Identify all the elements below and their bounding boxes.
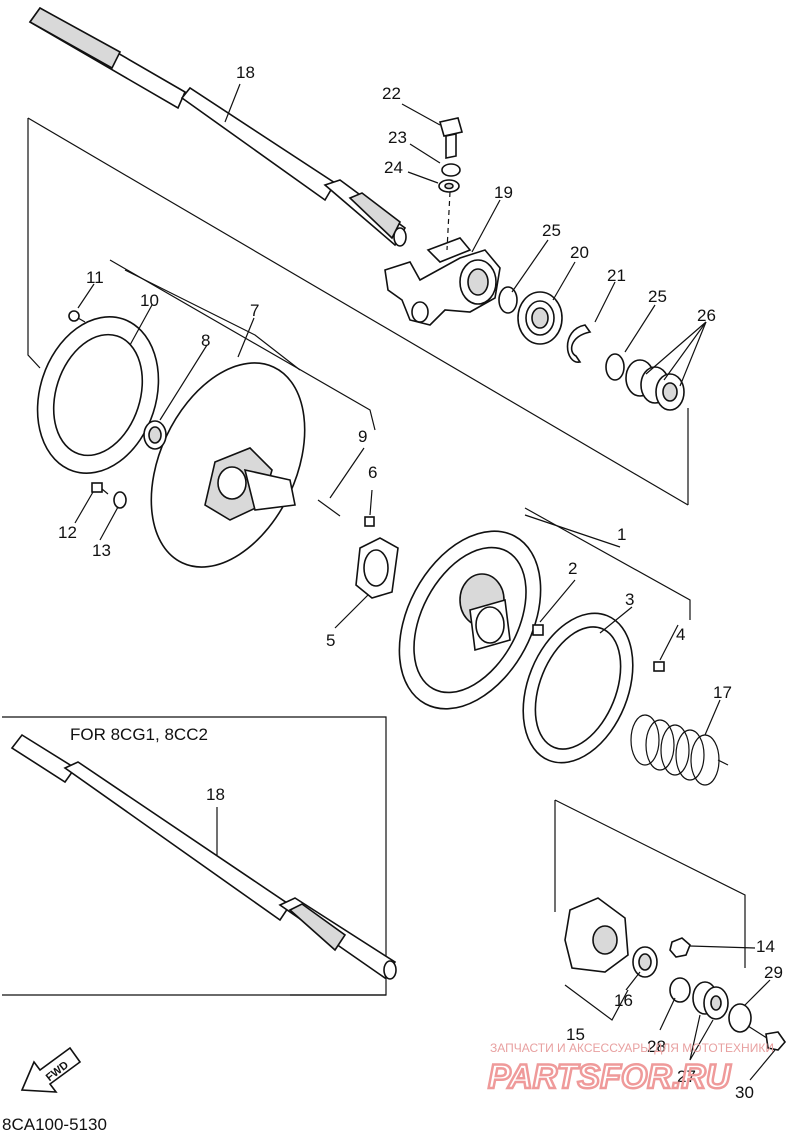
callout-1: 1 xyxy=(617,525,626,544)
fwd-arrow-icon: FWD xyxy=(20,1046,82,1093)
callout-18-inset: 18 xyxy=(206,785,225,804)
washer-24-hole xyxy=(444,182,454,190)
callout-2: 2 xyxy=(568,559,577,578)
washer-29 xyxy=(728,1003,752,1033)
plate-5 xyxy=(355,537,399,599)
plate-10 xyxy=(36,316,160,474)
bolt-22 xyxy=(438,117,464,159)
callout-9: 9 xyxy=(358,427,367,446)
bushing-8 xyxy=(143,420,167,450)
bolt-axis xyxy=(446,191,451,251)
inset-outline xyxy=(2,716,387,996)
snap-ring-21 xyxy=(566,324,592,363)
leader-lines xyxy=(74,83,776,1081)
washer-13 xyxy=(113,491,127,509)
callout-8: 8 xyxy=(201,331,210,350)
washer-23 xyxy=(441,163,461,177)
bracket-15 xyxy=(564,897,629,973)
circlip-25-right xyxy=(605,353,625,381)
callout-18-top: 18 xyxy=(236,63,255,82)
shaft-top xyxy=(28,6,407,247)
callout-22: 22 xyxy=(382,84,401,103)
callout-23: 23 xyxy=(388,128,407,147)
spacer-28 xyxy=(669,977,691,1003)
movable-sheave-1 xyxy=(398,530,542,710)
main-assembly-outline-top xyxy=(27,117,689,506)
callout-7: 7 xyxy=(250,301,259,320)
watermark-logo: PARTSFOR.RU xyxy=(488,1058,732,1096)
bolt-12 xyxy=(91,482,109,495)
callout-28: 28 xyxy=(647,1037,666,1056)
callout-16: 16 xyxy=(614,991,633,1010)
callout-14: 14 xyxy=(756,937,775,956)
callout-29: 29 xyxy=(764,963,783,982)
bearing-housing xyxy=(384,237,501,326)
diagram-code: 8CA100-5130 xyxy=(2,1115,107,1134)
bolt-2 xyxy=(532,624,544,636)
callout-4: 4 xyxy=(676,625,685,644)
callout-3: 3 xyxy=(625,590,634,609)
callout-24: 24 xyxy=(384,158,403,177)
callout-15: 15 xyxy=(566,1025,585,1044)
bushing-16 xyxy=(632,946,658,978)
callout-10: 10 xyxy=(140,291,159,310)
bolt-11 xyxy=(68,310,86,323)
bearing-20 xyxy=(517,291,563,345)
bolt-6 xyxy=(364,516,375,527)
inset-note: FOR 8CG1, 8CC2 xyxy=(70,725,208,744)
fixed-sheave-7 xyxy=(150,362,306,568)
washers-27 xyxy=(692,981,729,1020)
callout-6: 6 xyxy=(368,463,377,482)
callout-26: 26 xyxy=(697,306,716,325)
plate-3 xyxy=(522,612,634,764)
callout-12: 12 xyxy=(58,523,77,542)
shaft-inset xyxy=(10,733,397,980)
nut-14 xyxy=(669,937,691,958)
main-assembly-outline xyxy=(27,118,41,369)
circlip-25-left xyxy=(498,286,518,314)
bolt-30 xyxy=(747,1025,787,1051)
callout-25-left: 25 xyxy=(542,221,561,240)
callout-25-right: 25 xyxy=(648,287,667,306)
callout-30: 30 xyxy=(735,1083,754,1102)
bolt-4 xyxy=(653,661,665,672)
callout-17: 17 xyxy=(713,683,732,702)
callout-21: 21 xyxy=(607,266,626,285)
callout-13: 13 xyxy=(92,541,111,560)
bracket-group-outline xyxy=(554,799,746,968)
callout-20: 20 xyxy=(570,243,589,262)
callout-27: 27 xyxy=(677,1067,696,1086)
seals-26 xyxy=(625,359,685,411)
callout-5: 5 xyxy=(326,631,335,650)
spring-17 xyxy=(630,714,729,786)
callout-11: 11 xyxy=(86,268,104,287)
watermark-subtitle: ЗАПЧАСТИ И АКСЕССУАРЫ ДЛЯ МОТОТЕХНИКИ xyxy=(490,1041,774,1055)
callout-19: 19 xyxy=(494,183,513,202)
pin-9 xyxy=(317,499,341,517)
